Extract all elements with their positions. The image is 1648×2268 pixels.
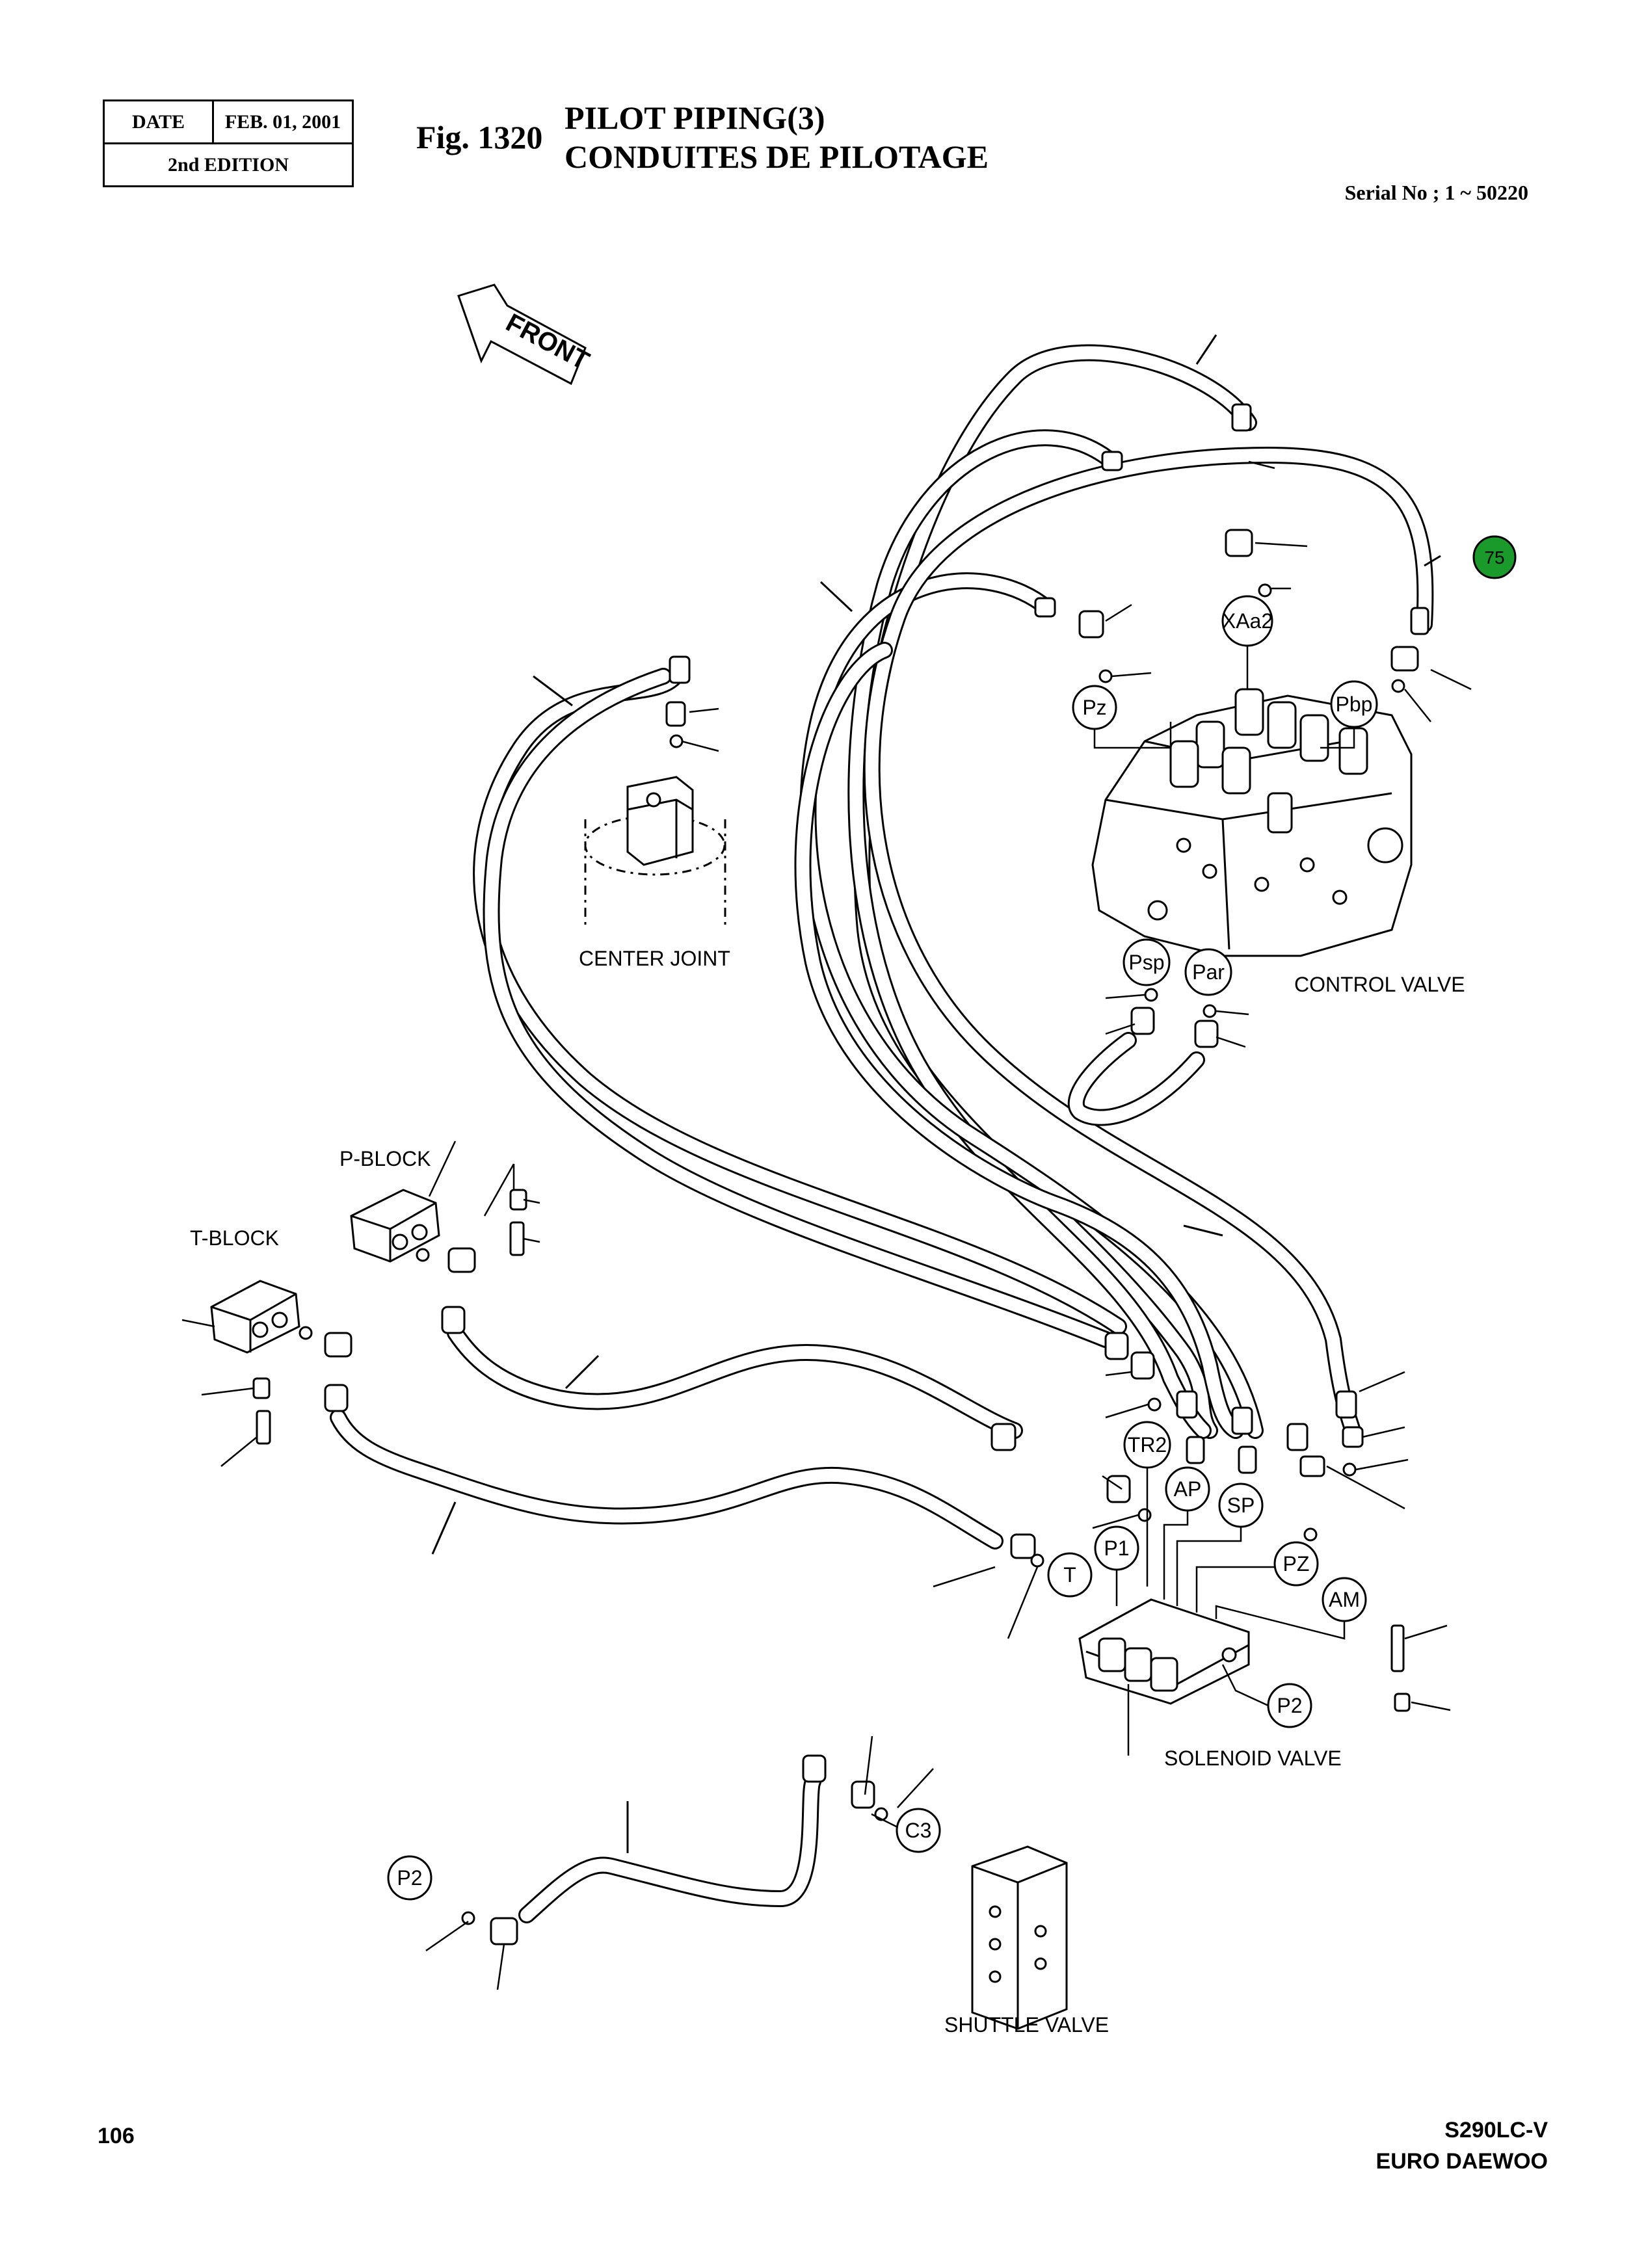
center-joint xyxy=(584,776,726,930)
port-par: Par xyxy=(1192,960,1225,984)
edition: 2nd EDITION xyxy=(168,153,289,176)
port-t: T xyxy=(1063,1563,1076,1587)
port-tr2: TR2 xyxy=(1128,1433,1167,1457)
port-connectors xyxy=(871,646,1355,1828)
p-block xyxy=(350,1189,440,1263)
port-pz-solenoid: PZ xyxy=(1283,1552,1310,1576)
component-labels: CENTER JOINT CONTROL VALVE P-BLOCK T-BLO… xyxy=(190,947,1465,2037)
date-value: FEB. 01, 2001 xyxy=(224,111,341,133)
page-number: 106 xyxy=(98,2124,135,2148)
control-valve-label: CONTROL VALVE xyxy=(1294,973,1465,996)
model-name: S290LC-V xyxy=(1444,2118,1548,2143)
shuttle-valve xyxy=(971,1845,1068,2030)
shuttle-valve-label: SHUTTLE VALVE xyxy=(944,2013,1109,2037)
hoses xyxy=(330,344,1434,1923)
port-pz: Pz xyxy=(1082,696,1106,719)
callout-75-text: 75 xyxy=(1484,547,1504,568)
fig-number: Fig. 1320 xyxy=(416,119,543,155)
title-french: CONDUITES DE PILOTAGE xyxy=(565,138,989,175)
title-english: PILOT PIPING(3) xyxy=(565,99,825,136)
port-p1: P1 xyxy=(1104,1536,1129,1560)
port-pbp: Pbp xyxy=(1336,692,1373,716)
port-ap: AP xyxy=(1174,1477,1202,1501)
part-leaders xyxy=(181,460,1472,1990)
p-block-label: P-BLOCK xyxy=(339,1147,431,1170)
port-c3: C3 xyxy=(905,1819,932,1842)
control-valve xyxy=(1091,688,1413,957)
port-sp: SP xyxy=(1227,1494,1255,1517)
port-am: AM xyxy=(1329,1588,1360,1611)
leader-lines xyxy=(431,334,1441,1853)
callout-75-badge xyxy=(1472,535,1517,579)
t-block xyxy=(210,1280,300,1354)
port-psp: Psp xyxy=(1128,951,1164,974)
date-label: DATE xyxy=(105,101,214,142)
callout-75: 75 xyxy=(1472,535,1517,579)
solenoid-valve-label: SOLENOID VALVE xyxy=(1164,1747,1342,1770)
serial-number: Serial No ; 1 ~ 50220 xyxy=(1344,181,1528,204)
date-box: DATE FEB. 01, 2001 2nd EDITION xyxy=(103,99,354,187)
port-callouts: XAa2 Pz Pbp Psp Par TR2 AP SP P1 T PZ AM… xyxy=(387,595,1378,1901)
port-p2-solenoid: P2 xyxy=(1277,1694,1302,1717)
port-p2-shuttle: P2 xyxy=(397,1866,422,1890)
center-joint-label: CENTER JOINT xyxy=(579,947,730,970)
model-block: S290LC-V EURO DAEWOO xyxy=(1301,2115,1548,2177)
front-arrow: FRONT xyxy=(457,284,594,386)
t-block-label: T-BLOCK xyxy=(190,1226,279,1250)
model-brand: EURO DAEWOO xyxy=(1376,2149,1548,2174)
port-xaa2: XAa2 xyxy=(1222,609,1273,633)
solenoid-valve xyxy=(1078,1598,1250,1705)
